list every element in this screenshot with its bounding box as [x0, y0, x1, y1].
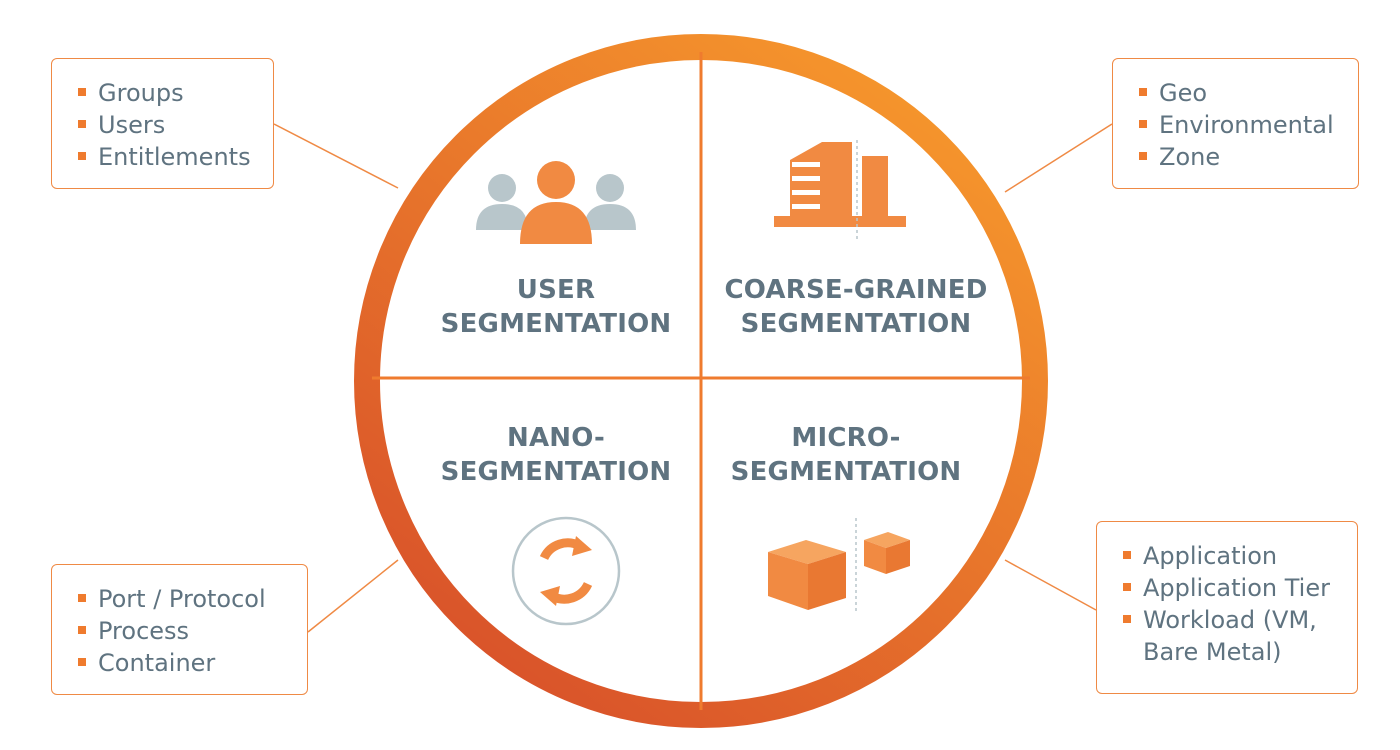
bullet-square-icon: [78, 120, 86, 128]
connector-line-bottom-left: [307, 559, 399, 633]
bullet-square-icon: [78, 88, 86, 96]
list-item: Zone: [1139, 141, 1358, 173]
list-item: Application: [1123, 540, 1357, 572]
nano-segmentation-title-line2: SEGMENTATION: [441, 457, 672, 487]
callout-nano-segmentation: Port / Protocol Process Container: [51, 564, 308, 695]
cubes-icon: [768, 518, 910, 612]
micro-segmentation-title-line2: SEGMENTATION: [731, 457, 962, 487]
list-item: Geo: [1139, 77, 1358, 109]
callout-micro-segmentation: Application Application Tier Workload (V…: [1096, 521, 1358, 694]
list-item: Groups: [78, 77, 273, 109]
nano-segmentation-title-line1: NANO-: [507, 423, 605, 453]
bullet-square-icon: [78, 152, 86, 160]
callout-list: Geo Environmental Zone: [1139, 77, 1358, 173]
connector-line-bottom-right: [1004, 559, 1097, 611]
refresh-cycle-icon: [511, 516, 621, 626]
user-segmentation-title-line2: SEGMENTATION: [441, 309, 672, 339]
list-item: Application Tier: [1123, 572, 1357, 604]
list-item: Users: [78, 109, 273, 141]
callout-list: Port / Protocol Process Container: [78, 583, 307, 679]
callout-list: Groups Users Entitlements: [78, 77, 273, 173]
callout-user-segmentation: Groups Users Entitlements: [51, 58, 274, 189]
bullet-square-icon: [1139, 152, 1147, 160]
callout-list: Application Application Tier Workload (V…: [1123, 540, 1357, 668]
list-item: Process: [78, 615, 307, 647]
bullet-square-icon: [1139, 88, 1147, 96]
bullet-square-icon: [1123, 615, 1131, 623]
bullet-square-icon: [78, 594, 86, 602]
bullet-square-icon: [78, 658, 86, 666]
bullet-square-icon: [1123, 583, 1131, 591]
bullet-square-icon: [1123, 551, 1131, 559]
micro-segmentation-title-line1: MICRO-: [791, 423, 900, 453]
coarse-grained-title-line2: SEGMENTATION: [741, 309, 972, 339]
list-item: Workload (VM, Bare Metal): [1123, 604, 1357, 668]
list-item: Port / Protocol: [78, 583, 307, 615]
callout-coarse-grained: Geo Environmental Zone: [1112, 58, 1359, 189]
list-item: Container: [78, 647, 307, 679]
users-group-icon: [476, 161, 636, 244]
user-segmentation-title-line1: USER: [517, 275, 595, 305]
building-icon: [774, 140, 906, 242]
bullet-square-icon: [78, 626, 86, 634]
connector-line-top-left: [273, 123, 399, 189]
list-item: Entitlements: [78, 141, 273, 173]
connector-line-top-right: [1004, 123, 1113, 193]
bullet-square-icon: [1139, 120, 1147, 128]
list-item: Environmental: [1139, 109, 1358, 141]
coarse-grained-title-line1: COARSE-GRAINED: [725, 275, 988, 305]
